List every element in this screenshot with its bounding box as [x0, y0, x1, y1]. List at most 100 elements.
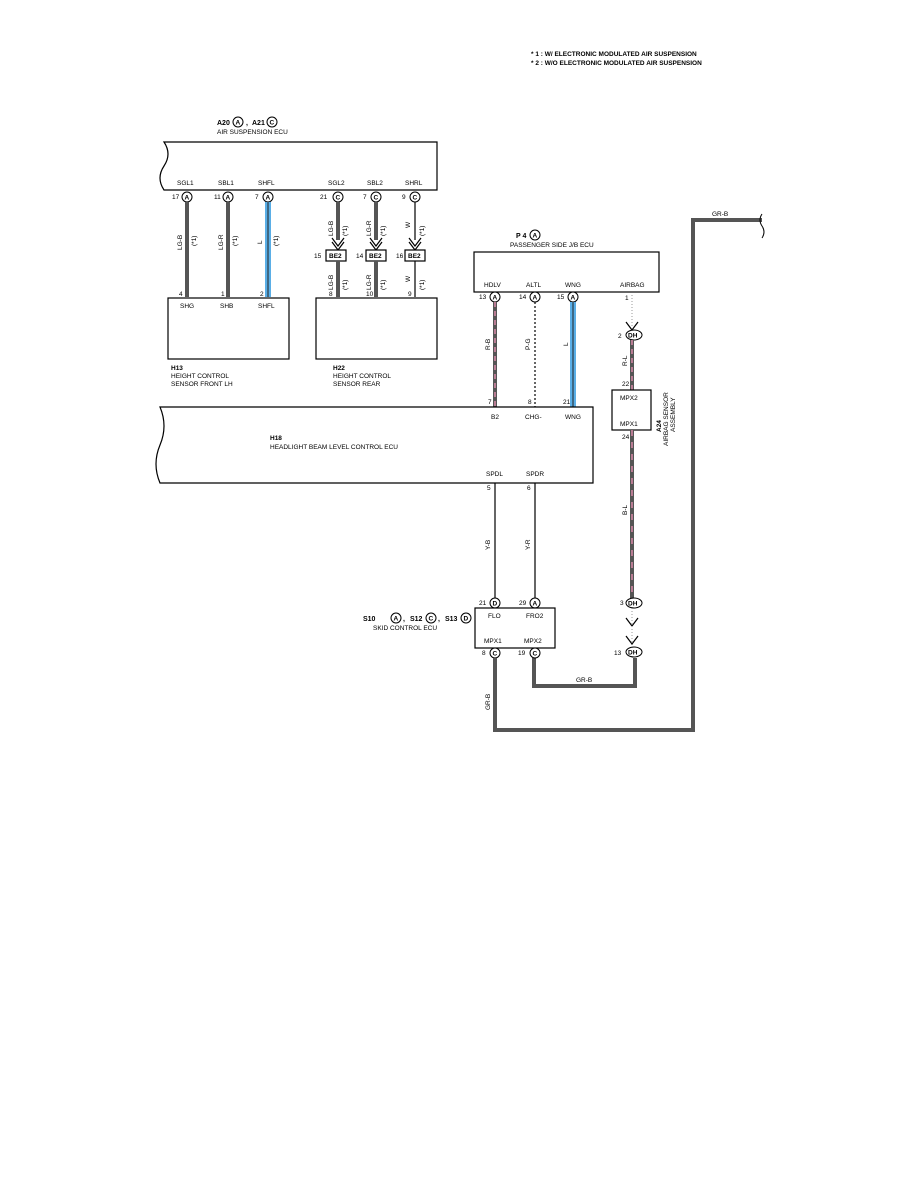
h18-terminal-wng: WNG [565, 414, 581, 421]
skid-connector-marker [460, 612, 472, 624]
pin-conn: A [571, 295, 576, 302]
h18-name: HEADLIGHT BEAM LEVEL CONTROL ECU [270, 444, 398, 451]
separator-comma: , [403, 616, 405, 623]
wire-label-rb: R-B [485, 339, 492, 350]
skid-connector-1: A [394, 616, 399, 623]
dh-pin-mid: 3 [620, 600, 624, 607]
p4-connector: A [533, 233, 538, 240]
wire-label-grb: GR-B [576, 677, 592, 684]
grb-outer-wire: GR-B GR-B [485, 211, 765, 732]
pin-shrl: 9 [402, 194, 406, 201]
wire-label-l: L [257, 240, 264, 244]
skid-pin: 29 [519, 600, 527, 607]
wire-label-l: L [563, 342, 570, 346]
h13-terminal: SHFL [258, 303, 275, 310]
chevron-down-icon [331, 237, 345, 247]
separator-comma: , [438, 616, 440, 623]
terminal-sgl2: SGL2 [328, 180, 345, 187]
skid-pin: 21 [479, 600, 487, 607]
p4-box [473, 251, 660, 293]
p4-pin: 14 [519, 294, 527, 301]
skid-terminal-fro2: FRO2 [526, 613, 544, 620]
h22-name-2: SENSOR REAR [333, 381, 381, 388]
p4-name: PASSENGER SIDE J/B ECU [510, 242, 594, 249]
skid-code-1: S10 [363, 616, 376, 623]
skid-pin: 8 [482, 650, 486, 657]
a24-mpx2: MPX2 [620, 395, 638, 402]
wire-label-star: (*1) [419, 226, 426, 236]
chevron-down-icon [369, 237, 383, 247]
skid-terminal-mpx1: MPX1 [484, 638, 502, 645]
wire-label-star: (*1) [380, 226, 387, 236]
h18-pin: 6 [527, 485, 531, 492]
chevron-down-icon [625, 635, 639, 645]
air-suspension-ecu: A20 A , A21 C AIR SUSPENSION ECU SGL1 SB… [159, 116, 438, 203]
air-suspension-connector-c-marker [266, 116, 278, 128]
pin-sgl1: 17 [172, 194, 180, 201]
wire-label-lgb: LG-B [328, 221, 335, 236]
wire-label-star: (*1) [273, 236, 280, 246]
terminal-shfl: SHFL [258, 180, 275, 187]
air-suspension-connector-a: A [236, 120, 241, 127]
pin-conn: C [413, 195, 418, 202]
wire-label-star: (*1) [380, 280, 387, 290]
wire-label-bl: B-L [622, 505, 629, 516]
wire-label-star: (*1) [191, 236, 198, 246]
a24-name-2: ASSEMBLY [670, 397, 677, 432]
h18-terminal-chg: CHG- [525, 414, 542, 421]
wire-label-rl: R-L [622, 355, 629, 366]
a24-skid-wire: B-L 3 DH 13 DH GR-B [532, 430, 643, 688]
air-suspension-ecu-box [159, 141, 438, 191]
p4-pin: 15 [557, 294, 565, 301]
dh-connector-marker [625, 646, 643, 658]
pin-conn: A [185, 195, 190, 202]
wire-grb-loop [532, 658, 637, 688]
a24-sensor: MPX2 MPX1 24 A24 AIRBAG SENSOR ASSEMBLY [611, 389, 677, 446]
separator-comma: , [246, 120, 248, 127]
chevron-down-icon [408, 237, 422, 247]
h18-terminal-spdr: SPDR [526, 471, 544, 478]
airbag-wire: 2 DH R-L 22 [618, 295, 643, 390]
p4-terminal-airbag: AIRBAG [620, 282, 645, 289]
wire-label-grb: GR-B [485, 694, 492, 710]
h13-sensor: 4 1 2 SHG SHB SHFL H13 HEIGHT CONTROL SE… [167, 291, 290, 388]
be2-pin: 14 [356, 253, 364, 260]
wire-label-pg: P-G [525, 338, 532, 350]
pin-conn: A [533, 295, 538, 302]
h13-code: H13 [171, 365, 183, 372]
h13-pin: 2 [260, 291, 264, 298]
note-2: * 2 : W/O ELECTRONIC MODULATED AIR SUSPE… [531, 60, 702, 67]
a24-code: A24 [656, 420, 663, 432]
skid-terminal-mpx2: MPX2 [524, 638, 542, 645]
pin-conn: A [493, 295, 498, 302]
h22-pin: 9 [408, 291, 412, 298]
pin-sbl2: 7 [363, 194, 367, 201]
h18-pin: 7 [488, 399, 492, 406]
wire-label-yr: Y-R [525, 539, 532, 550]
dh-connector-marker [625, 597, 643, 609]
terminal-sbl2: SBL2 [367, 180, 383, 187]
wire-label-star: (*1) [342, 226, 349, 236]
skid-pin: 19 [518, 650, 526, 657]
h13-name-1: HEIGHT CONTROL [171, 373, 229, 380]
wire-label-star: (*1) [419, 280, 426, 290]
h22-code: H22 [333, 365, 345, 372]
a24-mpx1: MPX1 [620, 421, 638, 428]
a24-box [611, 389, 652, 431]
junction-be2-label: BE2 [329, 253, 342, 260]
h18-ecu: 7 8 21 B2 CHG- WNG H18 HEADLIGHT BEAM LE… [155, 399, 594, 492]
terminal-shrl: SHRL [405, 180, 423, 187]
skid-terminal-flo: FLO [488, 613, 501, 620]
pin-sgl2: 21 [320, 194, 328, 201]
p4-ecu: P 4 A PASSENGER SIDE J/B ECU HDLV ALTL W… [473, 229, 660, 303]
h18-skid-wires: Y-B Y-R [485, 483, 536, 598]
junction-be2-label: BE2 [408, 253, 421, 260]
pin-conn: A [226, 195, 231, 202]
note-1: * 1 : W/ ELECTRONIC MODULATED AIR SUSPEN… [531, 51, 697, 58]
terminal-sgl1: SGL1 [177, 180, 194, 187]
air-suspension-ecu-code-2: A21 [252, 120, 265, 127]
be2-pin: 15 [314, 253, 322, 260]
p4-terminal-hdlv: HDLV [484, 282, 502, 289]
wire-label-lgb: LG-B [177, 235, 184, 250]
dh-connector-label: DH [628, 650, 638, 657]
